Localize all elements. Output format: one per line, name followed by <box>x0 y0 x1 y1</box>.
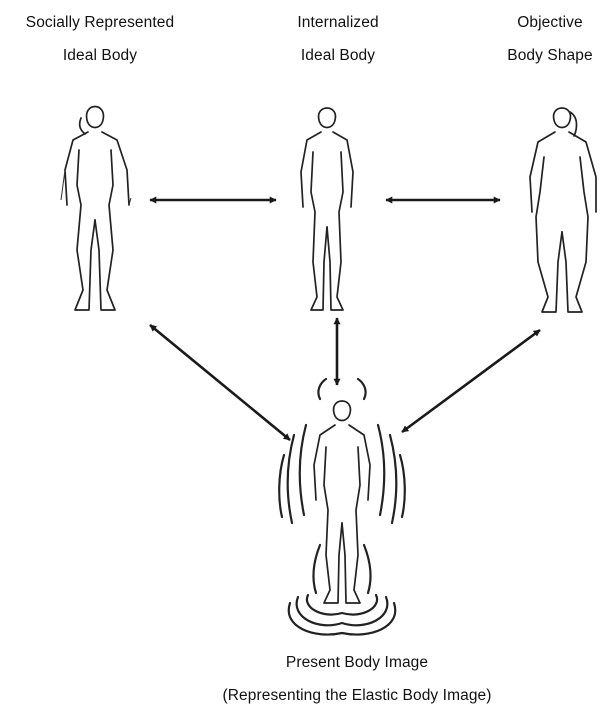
arrow-social-present <box>150 325 290 440</box>
present-body-image-figure <box>279 379 405 635</box>
objective-body-shape-figure <box>530 108 596 312</box>
arrow-objective-present <box>402 330 540 432</box>
internalized-ideal-body-figure <box>301 108 353 310</box>
social-ideal-body-figure <box>61 107 131 311</box>
